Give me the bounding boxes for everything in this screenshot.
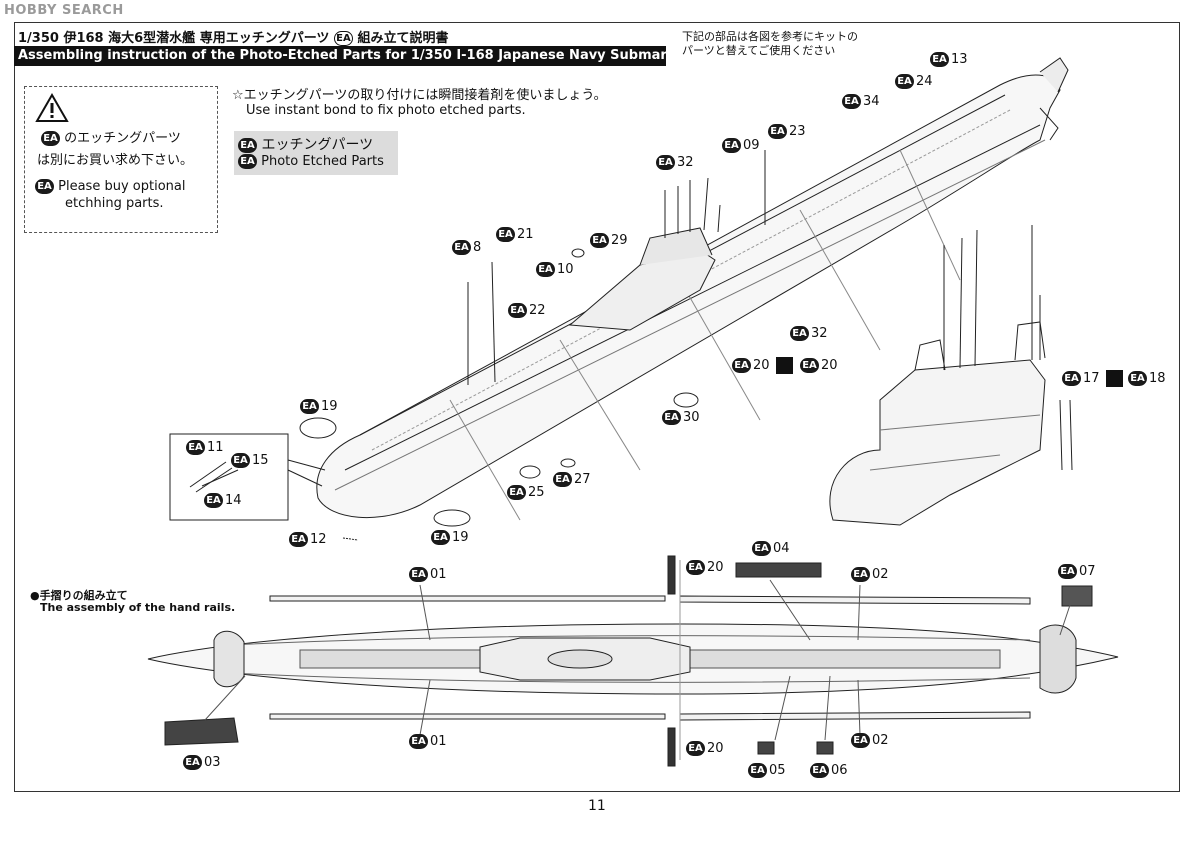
instruction-jp: ☆エッチングパーツの取り付けには瞬間接着剤を使いましょう。 xyxy=(232,88,607,103)
legend-jp: EA エッチングパーツ xyxy=(238,134,373,154)
submarine-hull-top-view xyxy=(147,623,1119,695)
title-jp-main: 1/350 伊168 海大6型潜水艦 専用エッチングパーツ xyxy=(18,31,330,46)
title-jp: 1/350 伊168 海大6型潜水艦 専用エッチングパーツ EA 組み立て説明書 xyxy=(14,27,449,46)
warning-en-line2: etchhing parts. xyxy=(65,196,164,211)
warning-jp-line1: EA のエッチングパーツ xyxy=(41,127,181,146)
hand-rails-title-jp: ●手摺りの組み立て xyxy=(30,589,128,602)
title-en: Assembling instruction of the Photo-Etch… xyxy=(14,46,666,66)
hand-rails-title-en: The assembly of the hand rails. xyxy=(40,601,236,614)
legend-en: EA Photo Etched Parts xyxy=(238,154,384,169)
warning-en-line1: EA Please buy optional xyxy=(35,179,185,194)
inset-parts xyxy=(189,461,239,493)
ea-badge: EA xyxy=(238,137,257,153)
conning-tower xyxy=(568,177,721,331)
instruction-en: Use instant bond to fix photo etched par… xyxy=(246,103,526,118)
title-jp-suffix: 組み立て説明書 xyxy=(357,31,449,46)
legend-box: EA エッチングパーツ EA Photo Etched Parts xyxy=(234,131,398,175)
part-20-plate-bottom xyxy=(667,727,676,767)
watermark-logo: HOBBY SEARCH xyxy=(4,3,124,18)
detail-inset-frame xyxy=(169,433,289,521)
hand-rail-strips xyxy=(269,560,1031,760)
replacement-note-line1: 下記の部品は各図を参考にキットの xyxy=(682,30,858,43)
enlarged-conning-tower xyxy=(829,225,1073,526)
part-06-plate xyxy=(816,741,834,755)
part-07-plate xyxy=(1061,585,1093,607)
part-03-plate xyxy=(164,717,239,746)
warning-jp-line2: は別にお買い求め下さい。 xyxy=(37,153,194,168)
mirror-icon xyxy=(1106,370,1123,387)
page-frame xyxy=(14,22,1180,792)
ea-badge-outline: EA xyxy=(333,31,353,46)
part-04-plate xyxy=(735,562,822,578)
mirror-icon xyxy=(776,357,793,374)
part-19-top xyxy=(299,417,337,439)
part-05-plate xyxy=(757,741,775,755)
ea-badge: EA xyxy=(41,131,60,146)
warning-icon xyxy=(35,93,69,122)
ea-badge: EA xyxy=(35,179,54,194)
ea-badge: EA xyxy=(238,154,257,169)
replacement-note-line2: パーツと替えてご使用ください xyxy=(682,44,836,57)
replacement-note: 下記の部品は各図を参考にキットの パーツと替えてご使用ください xyxy=(682,30,858,58)
part-19-bottom xyxy=(433,509,471,527)
part-20-plate-top xyxy=(667,555,676,595)
optional-parts-warning: EA のエッチングパーツ は別にお買い求め下さい。 EA Please buy … xyxy=(24,86,218,233)
page-number: 11 xyxy=(588,798,606,814)
